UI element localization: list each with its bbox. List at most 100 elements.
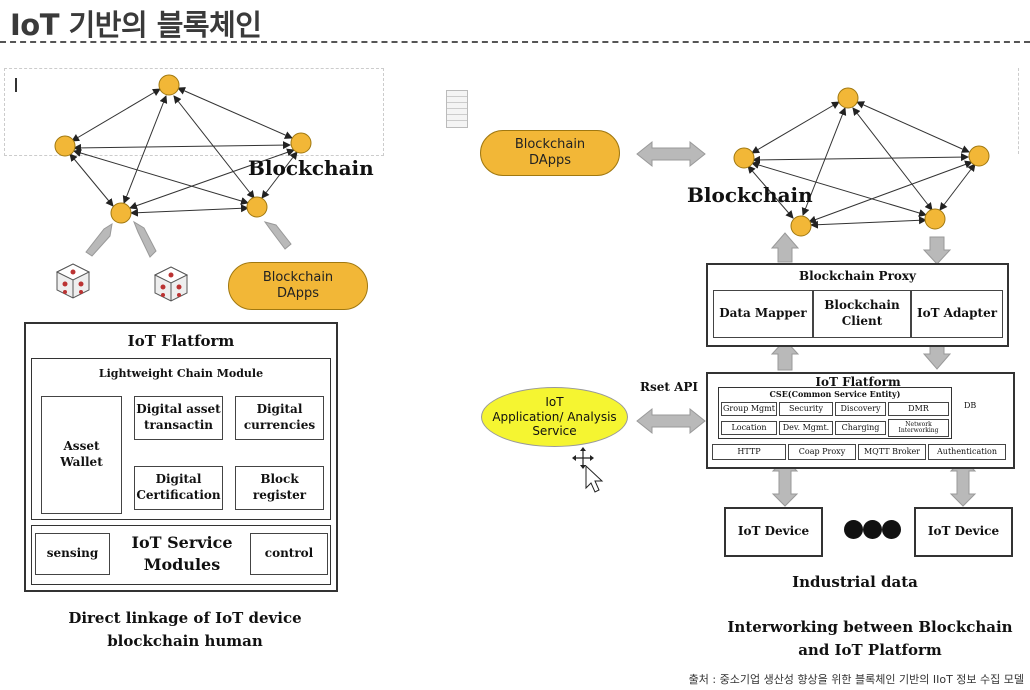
left-caption-line2: blockchain human xyxy=(107,632,263,651)
device-cube-icon-1 xyxy=(55,263,91,299)
data-mapper-cell: Data Mapper xyxy=(713,290,813,338)
api-double-arrow xyxy=(636,407,706,435)
coap-proxy-cell: Coap Proxy xyxy=(788,444,856,460)
device-cube-icon-2 xyxy=(153,266,189,302)
digital-certification-cell: Digital Certification xyxy=(134,466,223,510)
dev-mgmt-cell: Dev. Mgmt. xyxy=(779,421,833,435)
service-modules-line2: Modules xyxy=(143,554,221,574)
right-node-left xyxy=(733,147,755,169)
up-arrow-2 xyxy=(132,220,157,258)
right-platform-title: IoT Flatform xyxy=(815,375,901,389)
left-node-top xyxy=(158,74,180,96)
iot-app-line1: IoT xyxy=(545,395,564,410)
discovery-cell: Discovery xyxy=(835,402,886,416)
right-node-bottom-left xyxy=(790,215,812,237)
right-node-top xyxy=(837,87,859,109)
service-modules-line1: IoT Service xyxy=(131,533,233,552)
right-caption-line1: Interworking between Blockchain xyxy=(727,618,1013,636)
left-caption: Direct linkage of IoT device blockchain … xyxy=(40,607,330,654)
platform-up-arrow xyxy=(770,339,800,371)
up-arrow-3 xyxy=(263,221,292,250)
digital-currencies-line2: currencies xyxy=(243,418,316,432)
asset-wallet-line1: Asset xyxy=(63,439,100,454)
industrial-data-label: Industrial data xyxy=(792,573,918,591)
source-note: 출처 : 중소기업 생산성 향상을 위한 블록체인 기반의 IIoT 정보 수집… xyxy=(688,673,1025,686)
asset-wallet-line2: Wallet xyxy=(60,455,103,469)
dmr-cell: DMR xyxy=(888,402,949,416)
proxy-up-arrow xyxy=(770,232,800,263)
network-interworking-cell: Network Interworking xyxy=(888,419,949,437)
blockchain-client-line1: Blockchain xyxy=(824,298,900,313)
chain-module-title: Lightweight Chain Module xyxy=(98,367,264,380)
charging-cell: Charging xyxy=(835,421,886,435)
location-cell: Location xyxy=(721,421,777,435)
left-node-right xyxy=(290,132,312,154)
proxy-down-arrow xyxy=(922,236,952,265)
placeholder-frame-right xyxy=(1018,68,1029,154)
block-register-cell: Block register xyxy=(235,466,324,510)
mqtt-broker-cell: MQTT Broker xyxy=(858,444,926,460)
blockchain-client-line2: Client xyxy=(841,314,883,328)
left-node-left xyxy=(54,135,76,157)
left-dapps-line1: Blockchain xyxy=(262,269,334,285)
dapps-double-arrow xyxy=(636,140,706,168)
asset-wallet-cell: Asset Wallet xyxy=(41,396,122,514)
right-network-edges xyxy=(747,101,976,229)
iot-device-left: IoT Device xyxy=(724,507,823,557)
right-caption: Interworking between Blockchain and IoT … xyxy=(720,616,1020,661)
iot-app-line2: Application/ Analysis xyxy=(492,409,617,424)
right-node-right xyxy=(968,145,990,167)
digital-certification-line2: Certification xyxy=(136,488,221,502)
right-dapps-line2: DApps xyxy=(529,153,571,168)
digital-asset-line1: Digital asset xyxy=(136,402,221,417)
cse-label: CSE(Common Service Entity) xyxy=(769,389,901,399)
table-icon xyxy=(446,90,468,128)
slide-title: IoT 기반의 블록체인 xyxy=(10,8,262,42)
iot-adapter-cell: IoT Adapter xyxy=(911,290,1003,338)
up-arrow-1 xyxy=(85,222,113,257)
http-cell: HTTP xyxy=(712,444,786,460)
left-node-bottom-right xyxy=(246,196,268,218)
blockchain-client-cell: Blockchain Client xyxy=(813,290,911,338)
ellipsis-dot-3 xyxy=(882,520,901,539)
iot-app-ellipse[interactable]: IoT Application/ Analysis Service xyxy=(481,387,628,447)
left-network-edges xyxy=(69,87,298,217)
left-dapps-line2: DApps xyxy=(277,286,319,301)
move-cursor-icon xyxy=(572,447,594,469)
right-network-nodes xyxy=(733,87,990,237)
text-cursor-icon xyxy=(15,78,17,92)
digital-asset-line2: transactin xyxy=(143,418,214,432)
left-network-nodes xyxy=(54,74,312,224)
left-platform-title: IoT Flatform xyxy=(127,332,235,350)
left-up-arrows xyxy=(85,220,292,258)
right-caption-line2: and IoT Platform xyxy=(798,640,942,659)
digital-currencies-line1: Digital xyxy=(256,402,303,417)
group-mgmt-cell: Group Mgmt xyxy=(721,402,777,416)
proxy-title: Blockchain Proxy xyxy=(798,269,917,283)
block-register-line1: Block xyxy=(260,472,299,487)
iot-device-right: IoT Device xyxy=(914,507,1013,557)
digital-certification-line1: Digital xyxy=(155,472,202,487)
authentication-cell: Authentication xyxy=(928,444,1006,460)
left-blockchain-label: Blockchain xyxy=(248,156,374,180)
db-label: DB xyxy=(964,401,977,410)
right-blockchain-label: Blockchain xyxy=(687,183,813,207)
pointer-cursor-icon xyxy=(585,464,604,493)
right-dapps-line1: Blockchain xyxy=(514,136,586,152)
right-dapps-pill[interactable]: Blockchain DApps xyxy=(480,130,620,176)
left-caption-line1: Direct linkage of IoT device xyxy=(68,609,302,627)
block-register-line2: register xyxy=(252,488,307,502)
digital-currencies-cell: Digital currencies xyxy=(235,396,324,440)
ellipsis-dot-1 xyxy=(844,520,863,539)
control-cell: control xyxy=(250,533,328,575)
ellipsis-dot-2 xyxy=(863,520,882,539)
left-node-bottom-left xyxy=(110,202,132,224)
left-dapps-pill[interactable]: Blockchain DApps xyxy=(228,262,368,310)
iot-app-line3: Service xyxy=(532,424,577,439)
digital-asset-cell: Digital asset transactin xyxy=(134,396,223,440)
service-modules-label: IoT Service Modules xyxy=(120,532,244,575)
title-divider xyxy=(0,41,1030,43)
sensing-cell: sensing xyxy=(35,533,110,575)
rset-api-label: Rset API xyxy=(640,380,699,394)
right-node-bottom-right xyxy=(924,208,946,230)
